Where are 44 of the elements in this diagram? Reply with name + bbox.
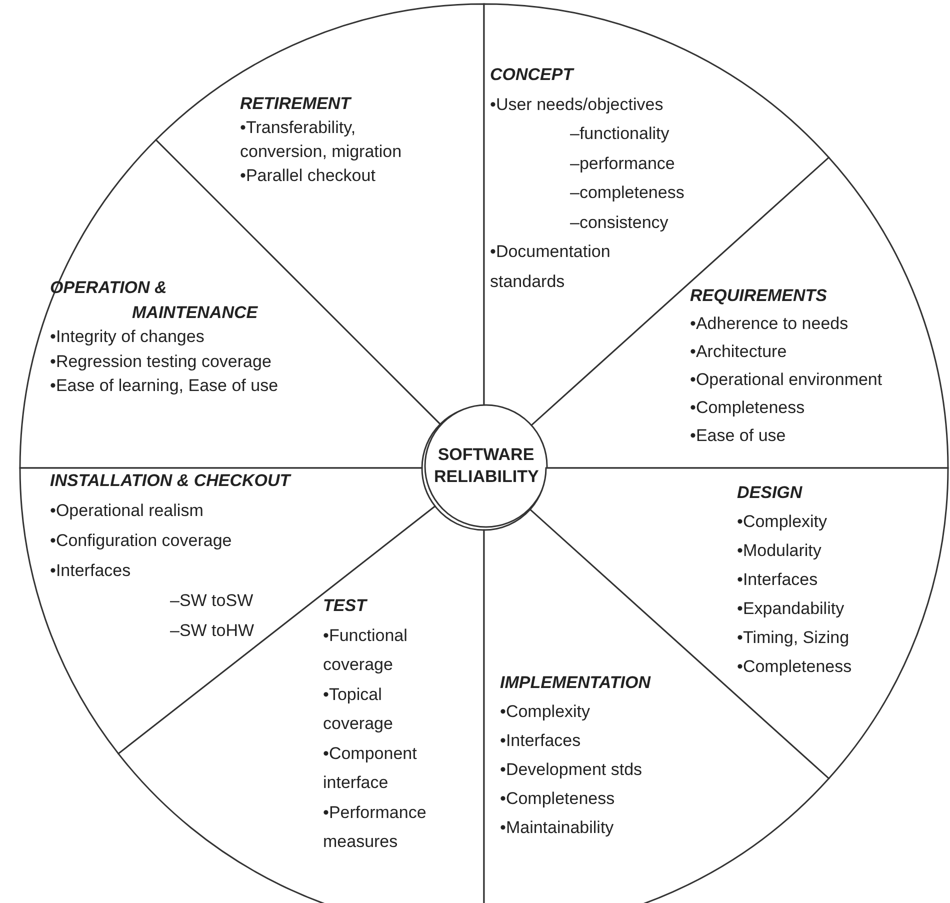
bullet-item: •Interfaces xyxy=(737,570,818,589)
bullet-item: •Integrity of changes xyxy=(50,327,204,346)
phase-heading: IMPLEMENTATION xyxy=(500,673,650,692)
bullet-item: •Architecture xyxy=(690,342,787,361)
bullet-item: •Completeness xyxy=(737,657,852,676)
bullet-item: •Ease of learning, Ease of use xyxy=(50,376,278,395)
phase-heading: CONCEPT xyxy=(490,65,574,84)
bullet-item: •Ease of use xyxy=(690,426,786,445)
bullet-item: •Adherence to needs xyxy=(690,314,848,333)
bullet-item: •Modularity xyxy=(737,541,822,560)
bullet-item: •Timing, Sizing xyxy=(737,628,850,647)
bullet-item: –SW toHW xyxy=(170,621,254,640)
bullet-item: •Interfaces xyxy=(500,731,581,750)
bullet-item: •Interfaces xyxy=(50,561,131,580)
bullet-item: •Component interface xyxy=(323,744,417,792)
bullet-item: –performance xyxy=(570,154,675,172)
bullet-item: –consistency xyxy=(570,212,668,232)
bullet-item: •Maintainability xyxy=(500,818,614,837)
phase-heading: TEST xyxy=(323,596,366,615)
bullet-item: –functionality xyxy=(570,124,670,143)
bullet-item: •Complexity xyxy=(737,512,828,531)
bullet-item: •Performance measures xyxy=(323,802,426,851)
bullet-item: •Documentation standards xyxy=(490,242,610,290)
phase-heading: RETIREMENT xyxy=(240,94,350,113)
bullet-item: –completeness xyxy=(570,183,684,202)
phase-heading: DESIGN xyxy=(737,483,802,502)
phase-heading: REQUIREMENTS xyxy=(690,286,827,305)
bullet-item: •Regression testing coverage xyxy=(50,352,272,370)
bullet-item: •Parallel checkout xyxy=(240,166,376,185)
bullet-item: •Configuration coverage xyxy=(50,531,232,550)
bullet-item: –SW toSW xyxy=(170,591,254,610)
bullet-item: •Functional coverage xyxy=(323,626,408,674)
bullet-item: •Completeness xyxy=(500,789,615,808)
bullet-item: •Complexity xyxy=(500,702,590,721)
bullet-item: •Transferability, conversion, migration xyxy=(240,118,402,161)
bullet-item: •Development stds xyxy=(500,760,642,779)
bullet-item: •Operational realism xyxy=(50,501,204,520)
center-label: SOFTWARE RELIABILITY xyxy=(434,444,538,488)
bullet-item: •Operational environment xyxy=(690,370,882,389)
bullet-item: •Expandability xyxy=(737,599,844,618)
phase-heading: INSTALLATION & CHECKOUT xyxy=(50,471,290,490)
bullet-item: •Completeness xyxy=(690,398,805,417)
bullet-item: •Topical coverage xyxy=(323,684,393,733)
bullet-item: •User needs/objectives xyxy=(490,94,664,114)
